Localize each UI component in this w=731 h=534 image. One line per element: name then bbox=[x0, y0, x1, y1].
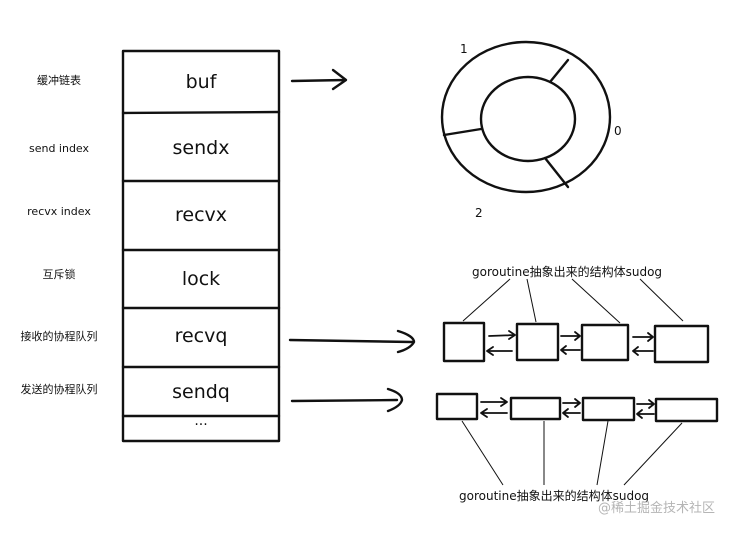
recvq-field: recvq bbox=[174, 325, 228, 347]
ring-divider bbox=[442, 127, 483, 137]
ring-slot-label: 1 bbox=[460, 42, 468, 56]
recvq-caption: goroutine抽象出来的结构体sudog bbox=[472, 265, 663, 279]
watermark: @稀土掘金技术社区 bbox=[597, 501, 715, 516]
recvq-caption-pointer bbox=[526, 278, 537, 323]
buf-side-label: 缓冲链表 bbox=[37, 74, 81, 87]
ring-slot-label: 2 bbox=[475, 206, 483, 220]
ring-slot-label: 0 bbox=[614, 124, 622, 138]
recvq-link-arrows bbox=[486, 330, 516, 356]
ring-outer bbox=[440, 40, 612, 194]
sendq-sudog-node bbox=[509, 396, 562, 421]
recvx-field: recvx bbox=[174, 204, 228, 226]
sendq-link-arrows bbox=[480, 397, 508, 418]
recvq-caption-pointer bbox=[639, 278, 684, 322]
sendq-sudog-node bbox=[581, 396, 636, 422]
recvq-link-arrows bbox=[560, 331, 581, 355]
sendx-field: sendx bbox=[172, 137, 230, 159]
ring-divider bbox=[543, 156, 570, 189]
lock-side-label: 互斥锁 bbox=[42, 268, 76, 281]
field-divider bbox=[121, 110, 281, 115]
sendq-caption: goroutine抽象出来的结构体sudog bbox=[459, 489, 650, 503]
buf-arrow bbox=[290, 68, 348, 91]
ring-inner bbox=[479, 75, 577, 163]
sendq-link-arrows bbox=[562, 398, 581, 418]
recvq-arrow bbox=[288, 329, 416, 354]
sendq-caption-pointer bbox=[623, 422, 683, 486]
ellipsis-field: ··· bbox=[194, 417, 208, 433]
recvq-caption-pointer bbox=[462, 278, 511, 322]
hchan-box bbox=[121, 49, 281, 443]
sendq-link-arrows bbox=[636, 399, 655, 419]
recvq-link-arrows bbox=[632, 332, 654, 356]
lock-field: lock bbox=[181, 268, 221, 290]
ring-divider bbox=[548, 58, 570, 84]
sendq-arrow bbox=[290, 387, 404, 413]
sendq-field: sendq bbox=[172, 381, 230, 403]
sendq-sudog-node bbox=[435, 392, 479, 421]
recvq-sudog-node bbox=[580, 323, 630, 362]
recvq-sudog-node bbox=[653, 324, 710, 364]
recvx-side-label: recvx index bbox=[27, 205, 91, 218]
recvq-caption-pointer bbox=[571, 278, 621, 324]
sendq-side-label: 发送的协程队列 bbox=[20, 383, 98, 396]
sendq-caption-pointer bbox=[596, 420, 609, 486]
recvq-sudog-node bbox=[442, 321, 486, 363]
sendq-sudog-node bbox=[654, 397, 719, 423]
recvq-sudog-node bbox=[515, 322, 560, 362]
sendx-side-label: send index bbox=[28, 142, 90, 155]
recvq-side-label: 接收的协程队列 bbox=[20, 330, 98, 343]
sendq-caption-pointer bbox=[461, 420, 504, 486]
buf-field: buf bbox=[185, 71, 217, 93]
